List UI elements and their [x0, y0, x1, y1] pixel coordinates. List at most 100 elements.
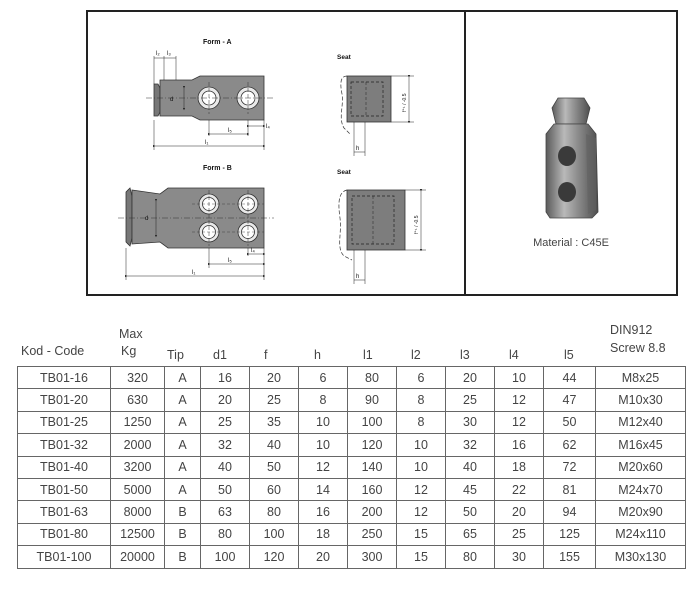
- dim-a-l2: l₂: [156, 51, 160, 57]
- cell-f: 120: [249, 545, 299, 569]
- cell-h: 6: [298, 365, 348, 390]
- cell-screw: M10x30: [595, 388, 686, 412]
- cell-l1: 100: [347, 410, 397, 435]
- cell-l3: 40: [445, 455, 495, 479]
- form-b-side-view: [118, 187, 274, 249]
- cell-screw: M30x130: [595, 545, 686, 569]
- cell-h: 12: [298, 455, 348, 479]
- cell-l4: 10: [494, 365, 544, 390]
- form-b-label: Form - B: [203, 165, 232, 172]
- cell-d1: 50: [200, 477, 250, 502]
- header-l4: l4: [509, 348, 519, 362]
- cell-screw: M20x60: [595, 455, 686, 479]
- cell-l5: 72: [543, 455, 596, 479]
- cell-tip: A: [164, 455, 201, 479]
- cell-d1: 100: [200, 545, 250, 569]
- cell-d1: 20: [200, 388, 250, 412]
- cell-kod: TB01-50: [17, 477, 111, 502]
- dim-a-f: f⁺¹ / -0.5: [402, 93, 408, 112]
- dim-a-l4: l₄: [266, 124, 270, 130]
- dim-b-l5: l₅: [228, 258, 232, 264]
- form-a-dimensions: [152, 56, 266, 150]
- cell-kg: 1250: [110, 410, 165, 435]
- cell-l3: 32: [445, 433, 495, 457]
- cell-f: 80: [249, 500, 299, 524]
- cell-tip: A: [164, 388, 201, 412]
- form-b-dimensions: [124, 198, 266, 280]
- cell-l2: 10: [396, 455, 446, 479]
- dim-b-h: h: [356, 274, 359, 280]
- cell-kod: TB01-25: [17, 410, 111, 435]
- cell-d1: 32: [200, 433, 250, 457]
- cell-kod: TB01-16: [17, 365, 111, 390]
- cell-f: 35: [249, 410, 299, 435]
- cell-kg: 320: [110, 365, 165, 390]
- cell-l4: 12: [494, 388, 544, 412]
- cell-l3: 25: [445, 388, 495, 412]
- dim-b-d: d: [145, 216, 148, 222]
- cell-l3: 50: [445, 500, 495, 524]
- cell-l2: 6: [396, 365, 446, 390]
- cell-tip: A: [164, 365, 201, 390]
- dim-b-f: f⁺¹ / -0.5: [414, 215, 420, 234]
- product-photo-area: Material : C45E: [466, 12, 676, 294]
- cell-f: 60: [249, 477, 299, 502]
- form-a-side-view: [146, 75, 274, 121]
- cell-l1: 300: [347, 545, 397, 569]
- dim-a-l5: l₅: [228, 128, 232, 134]
- cell-d1: 25: [200, 410, 250, 435]
- cell-l2: 8: [396, 410, 446, 435]
- cell-kod: TB01-63: [17, 500, 111, 524]
- seat-b-view: [338, 188, 426, 284]
- header-l5: l5: [564, 348, 574, 362]
- cell-l1: 90: [347, 388, 397, 412]
- cell-l5: 44: [543, 365, 596, 390]
- cell-l3: 30: [445, 410, 495, 435]
- header-tip: Tip: [167, 348, 184, 362]
- header-screw: Screw 8.8: [610, 341, 666, 355]
- dim-a-l1: l₁: [205, 140, 208, 146]
- cell-l1: 80: [347, 365, 397, 390]
- cell-l2: 15: [396, 545, 446, 569]
- header-l3: l3: [460, 348, 470, 362]
- dim-b-l4: l₄: [251, 248, 255, 254]
- cell-f: 40: [249, 433, 299, 457]
- cell-tip: A: [164, 477, 201, 502]
- cell-f: 25: [249, 388, 299, 412]
- cell-f: 50: [249, 455, 299, 479]
- cell-l5: 81: [543, 477, 596, 502]
- cell-tip: B: [164, 522, 201, 547]
- cell-h: 8: [298, 388, 348, 412]
- cell-l1: 120: [347, 433, 397, 457]
- cell-l2: 12: [396, 477, 446, 502]
- cell-kod: TB01-20: [17, 388, 111, 412]
- header-h: h: [314, 348, 321, 362]
- cell-h: 10: [298, 433, 348, 457]
- cell-kg: 8000: [110, 500, 165, 524]
- header-f: f: [264, 348, 268, 362]
- cell-l4: 20: [494, 500, 544, 524]
- cell-tip: A: [164, 433, 201, 457]
- cell-h: 10: [298, 410, 348, 435]
- material-label: Material : C45E: [533, 237, 609, 249]
- cell-l4: 12: [494, 410, 544, 435]
- cell-kg: 2000: [110, 433, 165, 457]
- cell-d1: 40: [200, 455, 250, 479]
- cell-tip: B: [164, 500, 201, 524]
- seat-a-label: Seat: [337, 54, 352, 61]
- dim-a-h: h: [356, 146, 359, 152]
- cell-screw: M16x45: [595, 433, 686, 457]
- cell-kod: TB01-80: [17, 522, 111, 547]
- cell-screw: M20x90: [595, 500, 686, 524]
- cell-l1: 140: [347, 455, 397, 479]
- cell-screw: M24x110: [595, 522, 686, 547]
- cell-l5: 125: [543, 522, 596, 547]
- cell-l4: 22: [494, 477, 544, 502]
